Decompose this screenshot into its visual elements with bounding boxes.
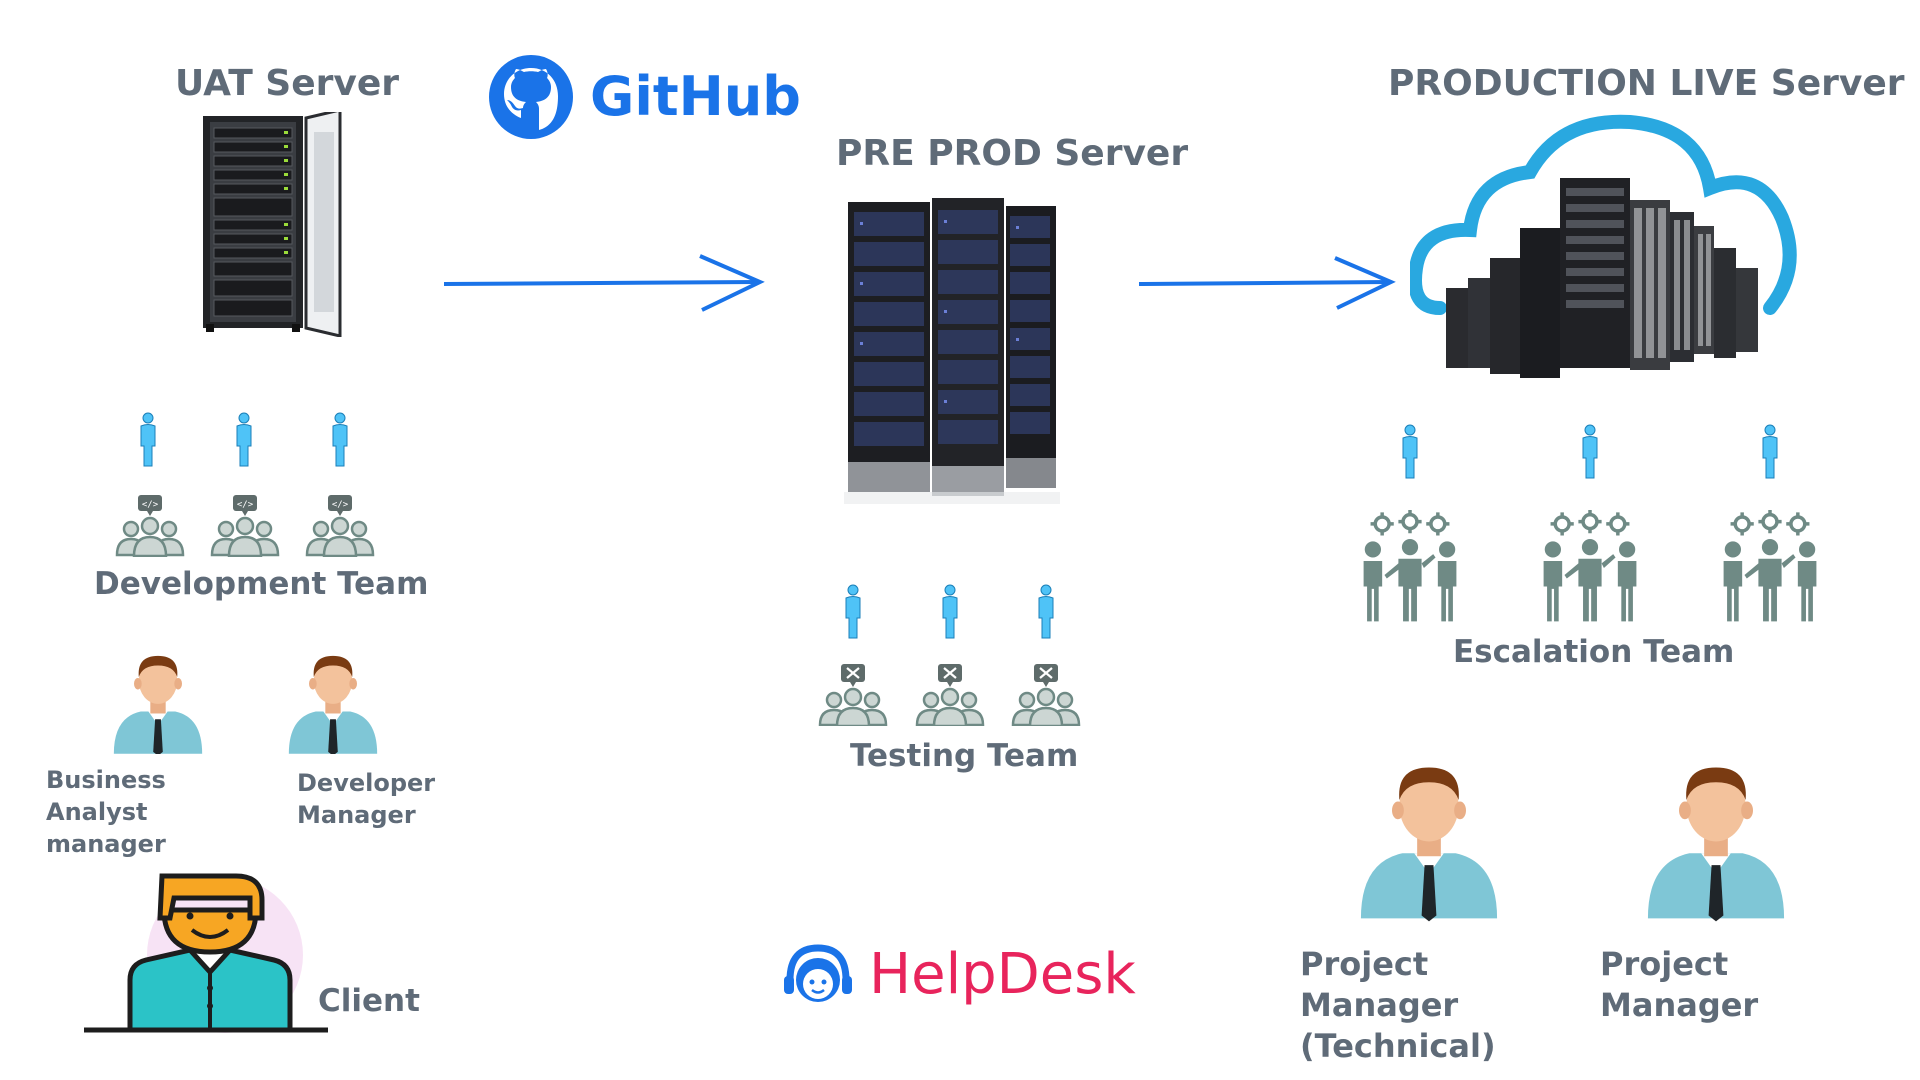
- github-wordmark: GitHub: [590, 65, 801, 128]
- test-group-icon: [1011, 662, 1081, 726]
- test-group-icon: [818, 662, 888, 726]
- project-manager-avatar: [1642, 752, 1790, 922]
- developer-manager-avatar: [285, 648, 381, 754]
- production-server-image: [1410, 108, 1800, 398]
- escalation-group-icon: [1352, 510, 1468, 626]
- helpdesk-logo: [780, 940, 856, 1016]
- helpdesk-wordmark: HelpDesk: [869, 942, 1136, 1007]
- client-label: Client: [318, 983, 420, 1019]
- escalation-group-icon: [1532, 510, 1648, 626]
- arrow-preprod-to-production: [1138, 256, 1396, 310]
- developer-manager-label: Developer Manager: [297, 769, 436, 829]
- test-group-icon: [915, 662, 985, 726]
- tester-member-icon: [1034, 584, 1058, 640]
- dev-group-icon: [210, 493, 280, 557]
- project-manager-technical-label: Project Manager (Technical): [1300, 945, 1496, 1065]
- testing-team-label: Testing Team: [850, 738, 1079, 774]
- dev-member-icon: [136, 412, 160, 468]
- client-avatar: [80, 870, 340, 1040]
- dev-member-icon: [328, 412, 352, 468]
- preprod-server-image: [840, 192, 1110, 522]
- escalation-member-icon: [1758, 424, 1782, 480]
- project-manager-technical-avatar: [1355, 752, 1503, 922]
- tester-member-icon: [938, 584, 962, 640]
- dev-group-icon: [115, 493, 185, 557]
- headset-support-icon: [784, 944, 852, 1002]
- escalation-team-label: Escalation Team: [1453, 634, 1735, 670]
- tester-member-icon: [841, 584, 865, 640]
- escalation-member-icon: [1398, 424, 1422, 480]
- production-server-title: PRODUCTION LIVE Server: [1388, 63, 1905, 104]
- escalation-group-icon: [1712, 510, 1828, 626]
- uat-server-image: [200, 112, 350, 337]
- project-manager-label: Project Manager: [1600, 945, 1759, 1024]
- escalation-member-icon: [1578, 424, 1602, 480]
- development-team-label: Development Team: [94, 566, 429, 602]
- arrow-uat-to-preprod: [443, 254, 765, 312]
- business-analyst-avatar: [110, 648, 206, 754]
- dev-group-icon: [305, 493, 375, 557]
- github-logo: [486, 52, 576, 142]
- github-octocat-icon: [489, 55, 573, 139]
- uat-server-title: UAT Server: [175, 63, 400, 104]
- business-analyst-label: Business Analyst manager: [46, 766, 166, 858]
- preprod-server-title: PRE PROD Server: [836, 133, 1189, 174]
- dev-member-icon: [232, 412, 256, 468]
